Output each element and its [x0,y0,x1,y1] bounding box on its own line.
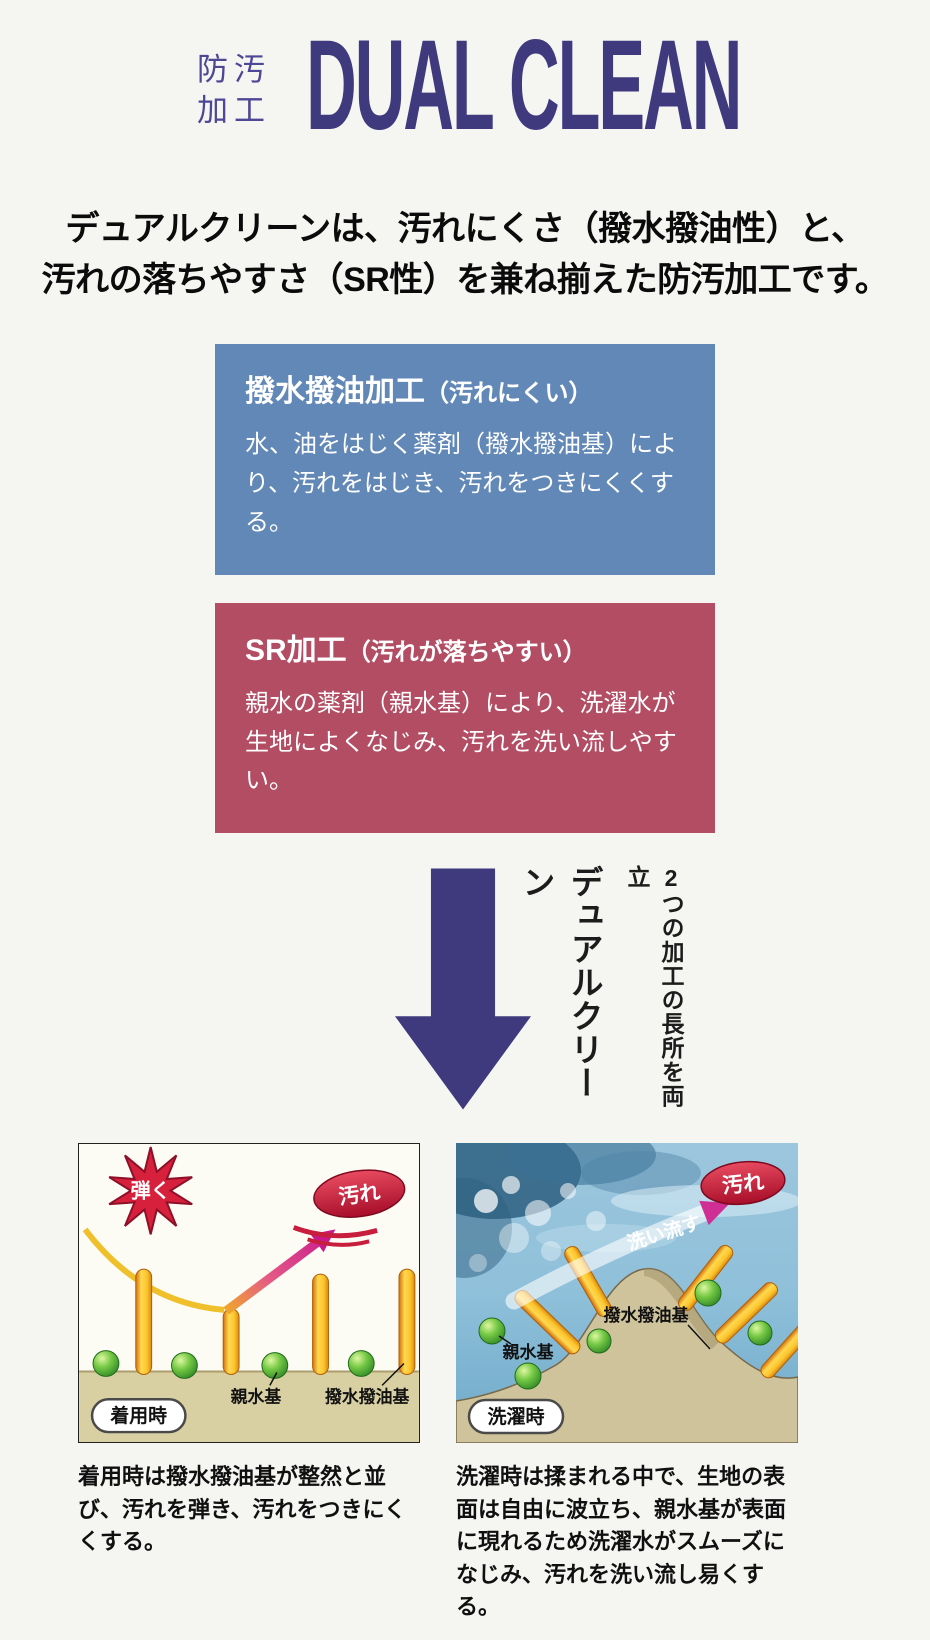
card-title-text: 撥水撥油加工 [245,375,425,408]
hydrophilic-spheres [92,1350,375,1380]
repellent-pointer-line [381,1363,405,1387]
repellent-label: 撥水撥油基 [325,1387,410,1407]
foam-bubbles [469,1176,742,1337]
tagline-line2: 加工 [197,92,271,128]
washing-column: 洗い流す 汚れ 撥水撥油基 親水基 洗濯時 洗濯時は揉まれる中で、生地の表面は自… [456,1143,798,1624]
stain-oval: 汚れ [313,1169,406,1219]
repellent-label: 撥水撥油基 [604,1305,690,1325]
stain-label: 汚れ [721,1171,765,1198]
stain-motion-line [292,1225,378,1239]
card-water-oil-repellent-title: 撥水撥油加工（汚れにくい） [245,374,685,410]
bounce-arrow-line [223,1239,321,1315]
illustration-panels: 弾く 汚れ 親水基 撥水撥油基 着用時 着用時は撥水撥油基が整然と並び、汚れを弾… [0,1143,930,1624]
down-arrow-shape [395,868,531,1110]
dual-clean-logo: DUAL CLEAN [306,14,742,157]
card-sr-finish-body: 親水の薬剤（親水基）により、洗濯水が生地によくなじみ、汚れを洗い流しやすい。 [245,689,677,795]
wearing-caption: 着用時は撥水撥油基が整然と並び、汚れを弾き、汚れをつきにくくする。 [78,1464,407,1555]
card-title-note: （汚れが落ちやすい） [346,638,587,666]
card-title-text: SR加工 [245,633,347,667]
card-title-note: （汚れにくい） [425,380,593,407]
repellent-pointer-line [687,1324,711,1350]
repel-burst-label: 弾く [131,1180,171,1203]
wash-badge-label: 洗濯時 [487,1405,544,1428]
brand-tagline: 防汚 加工 [197,50,271,132]
repel-burst-icon [108,1146,193,1235]
stain-motion-line-2 [307,1237,370,1248]
arrow-section: 2つの加工の長所を両立 デュアルクリーン [0,865,930,1127]
down-arrow-icon [395,868,531,1110]
wash-badge [467,1399,565,1435]
stain-oval: 汚れ [700,1161,786,1206]
card-sr-finish-title: SR加工（汚れが落ちやすい） [245,633,685,669]
arrow-caption: 2つの加工の長所を両立 デュアルクリーン [512,865,688,1127]
hydrophilic-pointer-line [269,1372,278,1386]
washing-illustration: 洗い流す 汚れ 撥水撥油基 親水基 洗濯時 [456,1143,798,1444]
card-water-oil-repellent: 撥水撥油加工（汚れにくい） 水、油をはじく薬剤（撥水撥油基）により、汚れをはじき… [215,344,715,575]
wash-arrow-head [699,1201,730,1226]
hydrophilic-label: 親水基 [231,1387,282,1407]
intro-line1: デュアルクリーンは、汚れにくさ（撥水撥油性）と、 [65,210,865,248]
wash-arrow-band [505,1204,713,1310]
wearing-illustration: 弾く 汚れ 親水基 撥水撥油基 着用時 [78,1143,420,1444]
wear-badge-label: 着用時 [110,1404,167,1426]
intro-text: デュアルクリーンは、汚れにくさ（撥水撥油性）と、 汚れの落ちやすさ（SR性）を兼… [0,204,930,306]
tagline-line1: 防汚 [197,52,271,87]
card-water-oil-repellent-body: 水、油をはじく薬剤（撥水撥油基）により、汚れをはじき、汚れをつきにくくする。 [245,431,677,536]
card-sr-finish: SR加工（汚れが落ちやすい） 親水の薬剤（親水基）により、洗濯水が生地によくなじ… [215,602,715,834]
header: 防汚 加工 DUAL CLEAN [0,0,930,178]
arrow-note: 2つの加工の長所を両立 [624,865,684,1109]
wear-badge [90,1398,187,1434]
hydrophilic-label: 親水基 [503,1342,555,1362]
intro-line2: 汚れの落ちやすさ（SR性）を兼ね揃えた防汚加工です。 [41,261,889,299]
arrow-title: デュアルクリーン [518,865,603,1100]
hydrophilic-pointer-line [498,1335,512,1345]
wearing-column: 弾く 汚れ 親水基 撥水撥油基 着用時 着用時は撥水撥油基が整然と並び、汚れを弾… [78,1143,420,1624]
washing-caption: 洗濯時は揉まれる中で、生地の表面は自由に波立ち、親水基が表面に現れるため洗濯水が… [456,1464,787,1620]
stain-label: 汚れ [337,1181,382,1210]
hydrophilic-spheres [478,1279,773,1390]
